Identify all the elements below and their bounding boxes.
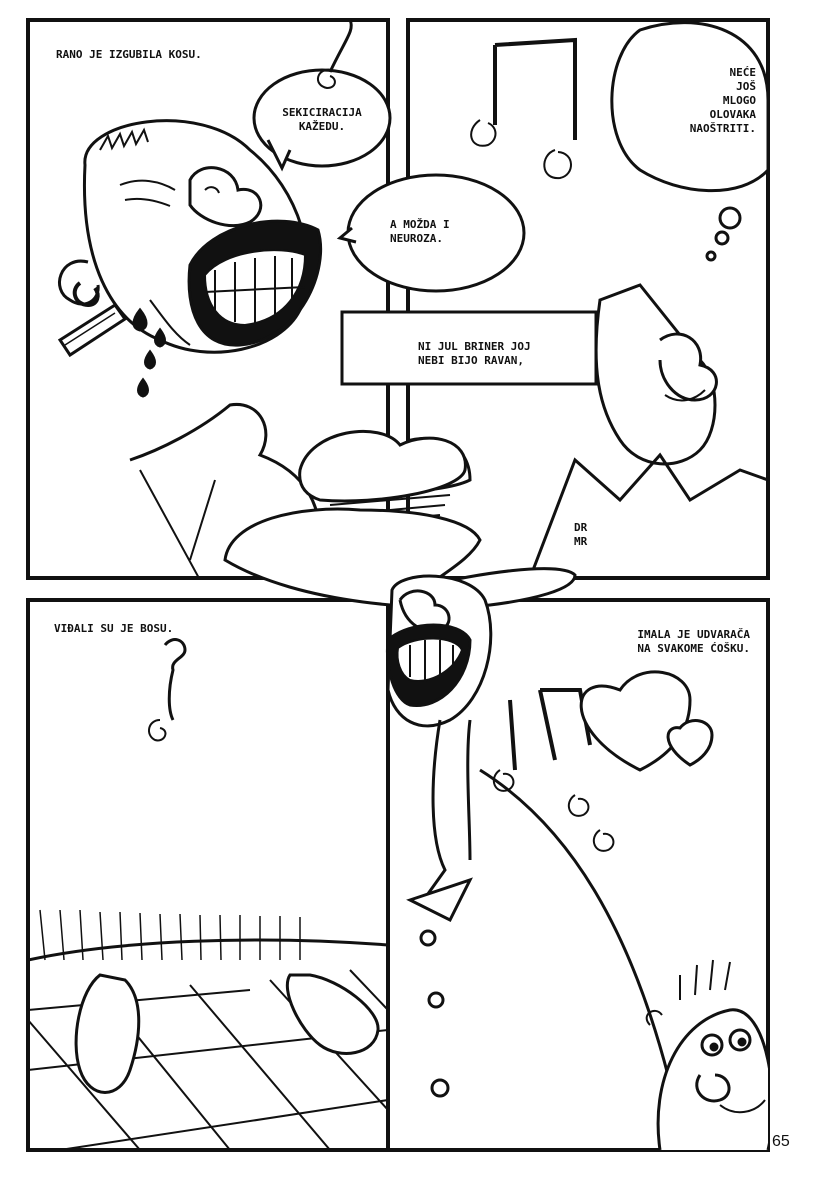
suitors-scene (479, 670, 768, 1150)
speech-text-1: SEKICIRACIJA KAŽEDU. (282, 106, 362, 133)
caption-box-text: NI JUL BRINER JOJ NEBI BIJO RAVAN, (418, 340, 531, 367)
thought-text: NEĆE JOŠ MLOGO OLOVAKA NAOŠTRITI. (689, 66, 756, 135)
page-number: 65 (772, 1133, 790, 1150)
caption-box-panel-2 (340, 310, 598, 386)
central-character (223, 429, 577, 1098)
caption-panel-1: RANO JE IZGUBILA KOSU. (56, 48, 202, 61)
caption-panel-4: IMALA JE UDVARAČA NA SVAKOME ĆOŠKU. (637, 628, 750, 655)
woman-leaning (466, 719, 472, 861)
caption-panel-3: VIĐALI SU JE BOSU. (54, 622, 174, 635)
speech-bubble-1 (252, 19, 392, 172)
thought-bubble (610, 21, 770, 262)
artist-signature: DR MR (574, 521, 588, 548)
panel-4-frame (385, 598, 770, 1152)
barefoot-scene (28, 638, 388, 1150)
speech-text-2: A MOŽDA I NEUROZA. (390, 218, 450, 245)
speech-bubble-2 (336, 173, 526, 293)
